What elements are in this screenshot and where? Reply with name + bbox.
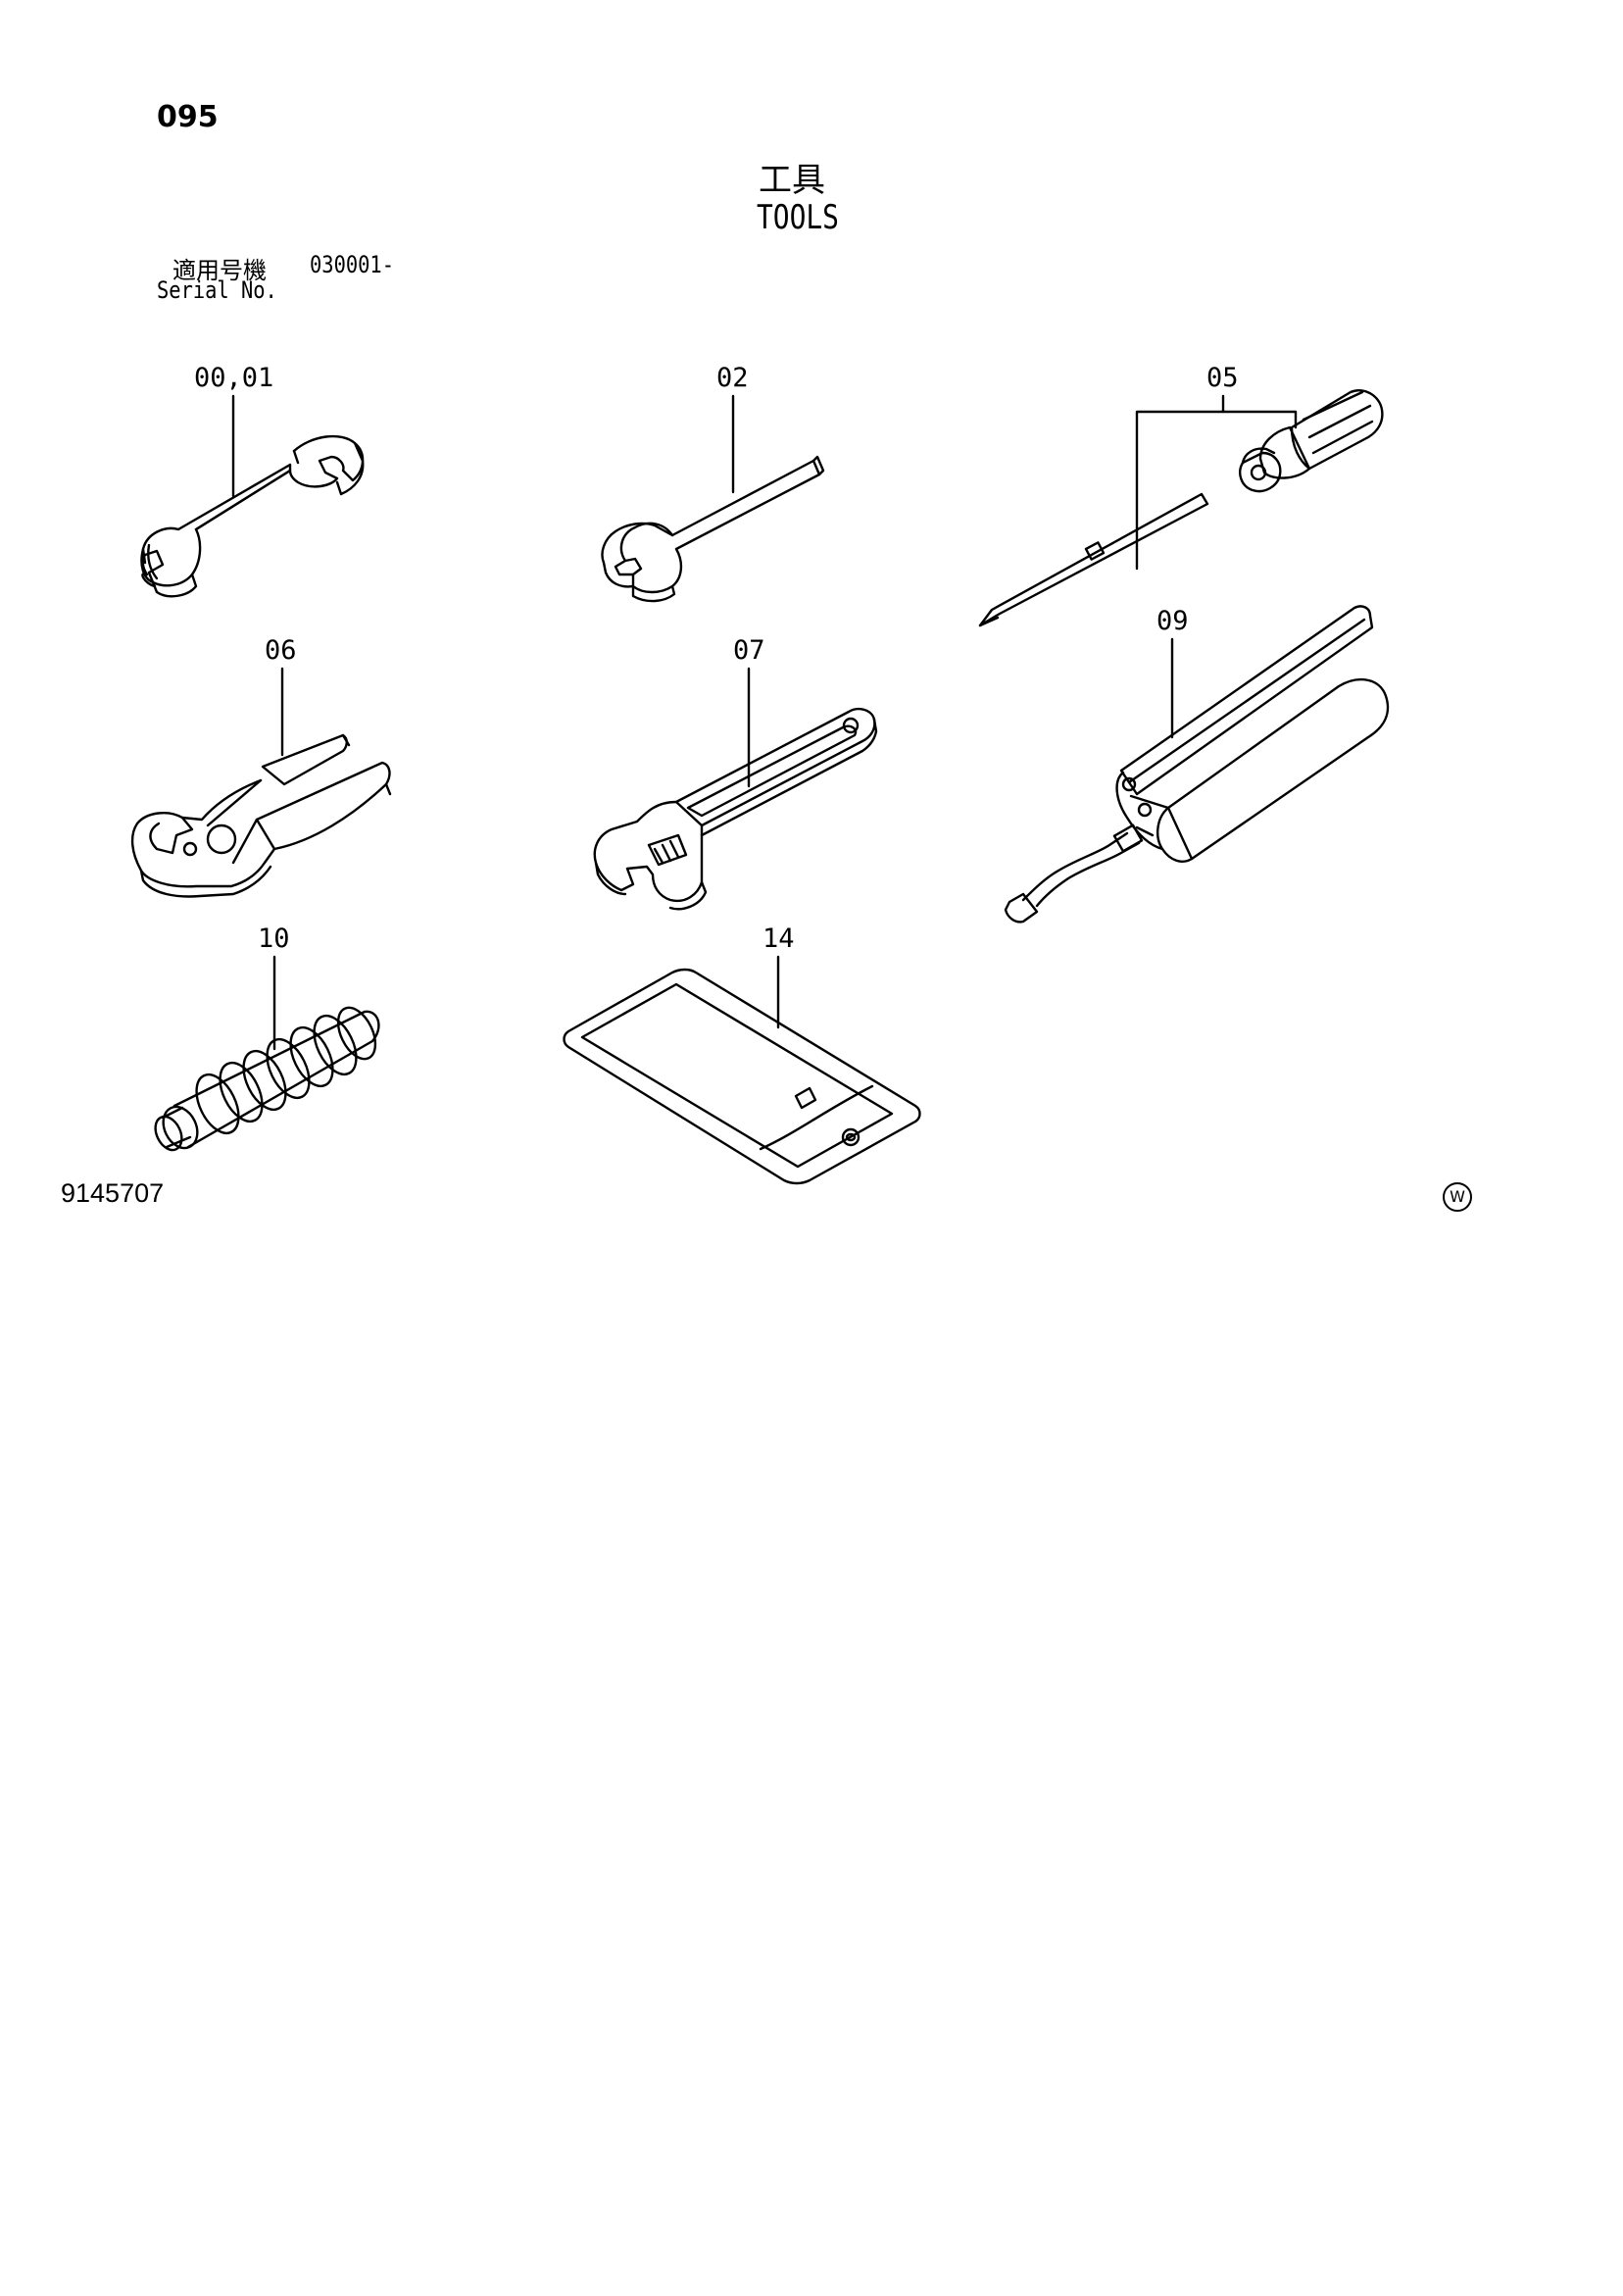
callout-09: 09 (1156, 606, 1189, 636)
tool-bag-drawing (563, 968, 921, 1185)
grease-gun-drawing (1004, 605, 1390, 923)
circled-mark: W (1443, 1182, 1472, 1212)
callout-07: 07 (733, 635, 765, 666)
leader-bracket-05 (1135, 394, 1298, 571)
single-open-wrench-drawing (601, 455, 825, 603)
callout-10: 10 (258, 923, 290, 954)
callout-14: 14 (762, 923, 795, 954)
adjustable-wrench-drawing (593, 708, 878, 911)
callout-02: 02 (716, 363, 749, 393)
callout-05: 05 (1206, 363, 1239, 393)
page-number: 095 (157, 100, 219, 134)
serial-number-range: 030001- (310, 251, 394, 278)
pliers-drawing (130, 733, 392, 898)
serial-label-japanese: 適用号機 (172, 257, 267, 284)
grease-cartridge-drawing (154, 1006, 380, 1152)
document-number: 9145707 (61, 1178, 165, 1208)
callout-00-01: 00,01 (194, 363, 273, 393)
title-english: TOOLS (757, 198, 839, 237)
serial-label-english: Serial No. (157, 276, 277, 304)
screwdriver-set-drawing (978, 389, 1384, 627)
title-japanese: 工具 (759, 161, 825, 200)
double-open-wrench-drawing (140, 434, 365, 598)
callout-06: 06 (265, 635, 297, 666)
